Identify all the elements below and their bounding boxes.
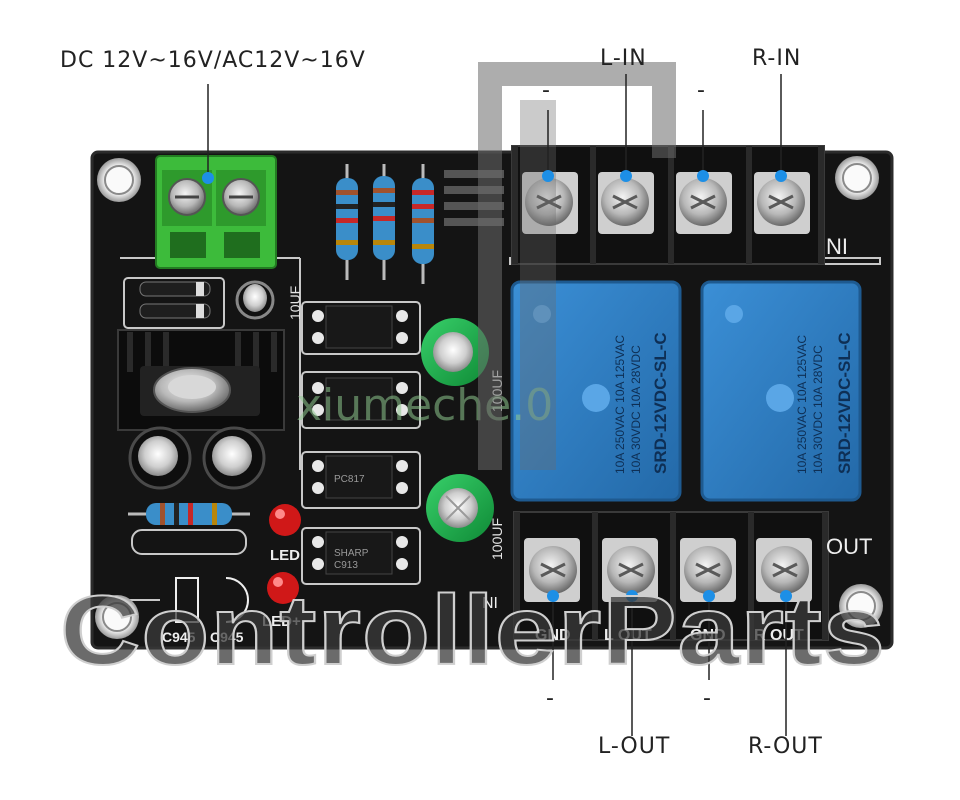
- relay-left-rating-2: 10A 30VDC 10A 28VDC: [629, 345, 643, 474]
- screw-r-in: [754, 172, 810, 234]
- led-red-1: [269, 504, 301, 536]
- screw-l-in: [598, 172, 654, 234]
- mounting-hole-bottom-right: [839, 584, 883, 628]
- transistors: [175, 577, 249, 623]
- opto-label-1: PC817: [334, 474, 365, 485]
- label-r-out: R-OUT: [748, 734, 823, 759]
- watermark-logo-shape: [478, 62, 676, 470]
- label-minus-bottom-right: -: [703, 686, 712, 711]
- relay-right-rating-1: 10A 250VAC 10A 125VAC: [795, 335, 809, 474]
- electrolytic-caps-black: [128, 426, 266, 490]
- small-cap-10uf: [235, 280, 275, 320]
- led-red-2: [267, 572, 299, 604]
- pcb-label-in: NI: [826, 234, 848, 259]
- label-l-in: L-IN: [600, 46, 647, 71]
- green-capacitor-1: [421, 318, 489, 386]
- label-minus-top-left: -: [542, 78, 551, 103]
- screw-r-out: [756, 538, 812, 602]
- label-power-input: DC 12V~16V/AC12V~16V: [60, 48, 366, 73]
- label-r-in: R-IN: [752, 46, 802, 71]
- connection-dots: [202, 170, 792, 602]
- screw-l-gnd-top: [522, 172, 578, 234]
- pin-header: [444, 170, 504, 226]
- power-terminal-block: [155, 155, 277, 269]
- relay-left-rating-1: 10A 250VAC 10A 125VAC: [613, 335, 627, 474]
- diodes: [139, 281, 211, 319]
- relay-right: [700, 280, 862, 502]
- pcb-label-c945-2: C945: [210, 629, 244, 645]
- relay-left-model: SRD-12VDC-SL-C: [651, 332, 670, 474]
- screw-r-gnd-bottom: [680, 538, 736, 602]
- label-l-out: L-OUT: [598, 734, 671, 759]
- relay-right-model: SRD-12VDC-SL-C: [835, 332, 854, 474]
- mounting-hole-top-left: [97, 158, 141, 202]
- pcb-label-lout: L OUT: [604, 627, 652, 644]
- pcb-label-in-bottom: NI: [482, 595, 498, 612]
- screw-l-gnd-bottom: [524, 538, 580, 602]
- pcb-label-out: OUT: [826, 534, 872, 559]
- screw-r-gnd-top: [676, 172, 732, 234]
- label-minus-top-right: -: [697, 78, 706, 103]
- watermark-brand: ControllerParts: [60, 575, 886, 685]
- relay-left: [510, 280, 682, 502]
- resistors-top: [336, 164, 434, 284]
- screw-l-out: [602, 538, 658, 602]
- mounting-hole-bottom-left: [95, 595, 139, 639]
- optocouplers: [312, 305, 408, 575]
- callout-lines: [207, 74, 787, 736]
- pcb-label-led: LED: [270, 547, 300, 564]
- pcb-label-gnd-bottom-2: GND: [690, 627, 726, 644]
- label-100uf-2: 100UF: [489, 518, 505, 560]
- pcb-label-rout: R OUT: [754, 627, 804, 644]
- opto-label-3: C913: [334, 560, 358, 571]
- opto-label-2: SHARP: [334, 548, 369, 559]
- pcb-label-c945-1: C945: [162, 629, 196, 645]
- label-10uf: 10UF: [287, 286, 303, 320]
- green-capacitor-2: [426, 474, 494, 542]
- relay-right-rating-2: 10A 30VDC 10A 28VDC: [811, 345, 825, 474]
- resistor-bottom-left: [128, 503, 250, 525]
- label-minus-bottom-left: -: [546, 686, 555, 711]
- mounting-hole-top-right: [835, 156, 879, 200]
- watermark-script: xiumeche.0: [296, 380, 553, 431]
- pcb-label-led-plus: LED+: [262, 613, 301, 630]
- heatsink: [117, 329, 285, 431]
